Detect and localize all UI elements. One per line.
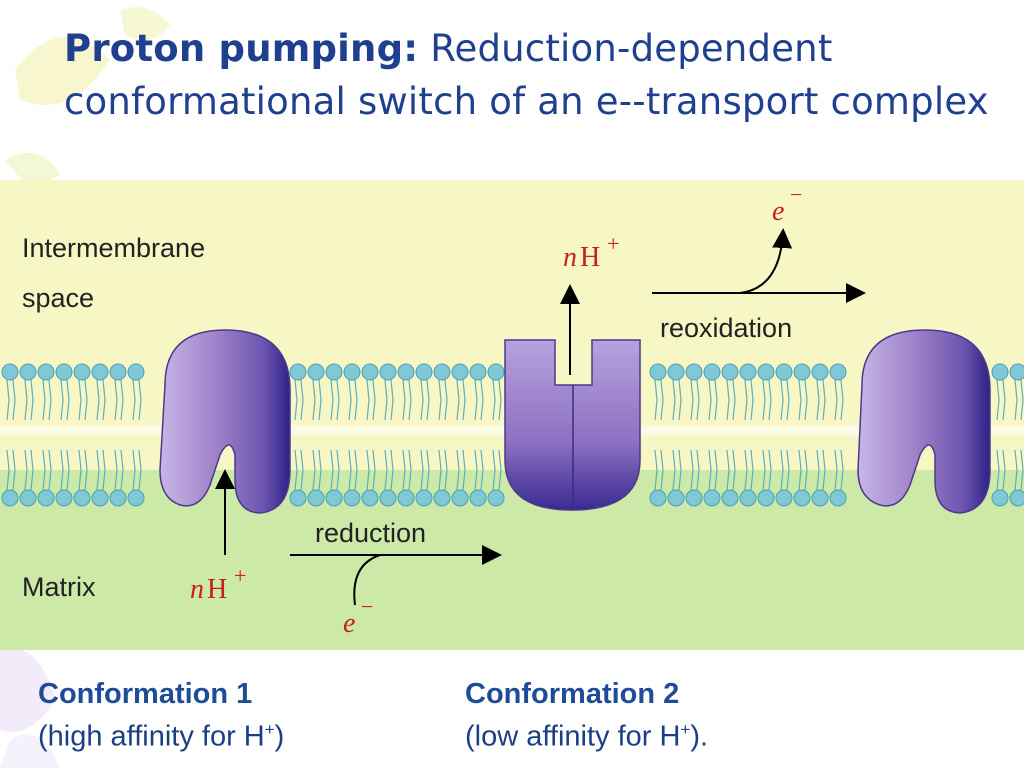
caption-2-title: Conformation 2 (465, 678, 680, 710)
proton-label-matrix: n H + (190, 563, 246, 605)
caption-1-title: Conformation 1 (38, 678, 253, 710)
reoxidation-label: reoxidation (660, 313, 792, 343)
svg-text:−: − (790, 182, 802, 207)
svg-text:−: − (361, 594, 373, 619)
intermembrane-label: Intermembrane (22, 233, 205, 263)
svg-text:n: n (563, 242, 577, 273)
protein-conformation-1-right (857, 329, 991, 514)
matrix-label: Matrix (22, 572, 96, 602)
electron-label-out: e − (772, 182, 802, 227)
caption-conformation-1: Conformation 1 (high affinity for H+) (38, 676, 284, 755)
protein-conformation-1 (159, 329, 291, 514)
svg-text:e: e (343, 608, 355, 639)
caption-conformation-2: Conformation 2 (low affinity for H+). (465, 676, 708, 755)
protein-conformation-2 (504, 339, 641, 511)
caption-2-note: (low affinity for H+). (465, 720, 709, 753)
intermembrane-label-2: space (22, 283, 94, 313)
proton-label-intermembrane: n H + (563, 231, 619, 273)
page-title: Proton pumping: Reduction-dependent conf… (64, 22, 1004, 128)
electron-label-in: e − (343, 594, 373, 639)
title-rest: Reduction-dependent conformational switc… (64, 27, 989, 123)
svg-text:H: H (207, 574, 227, 605)
reduction-label: reduction (315, 518, 426, 548)
electron-in-curve (353, 554, 381, 606)
svg-text:H: H (580, 242, 600, 273)
proton-pumping-diagram: Intermembrane space Matrix reduction reo… (0, 180, 1024, 650)
svg-text:n: n (190, 574, 204, 605)
svg-text:e: e (772, 196, 784, 227)
svg-text:+: + (234, 563, 246, 588)
caption-1-note: (high affinity for H+) (38, 720, 285, 753)
title-bold: Proton pumping: (64, 27, 419, 70)
svg-text:+: + (607, 231, 619, 256)
electron-out-curve (739, 228, 793, 294)
